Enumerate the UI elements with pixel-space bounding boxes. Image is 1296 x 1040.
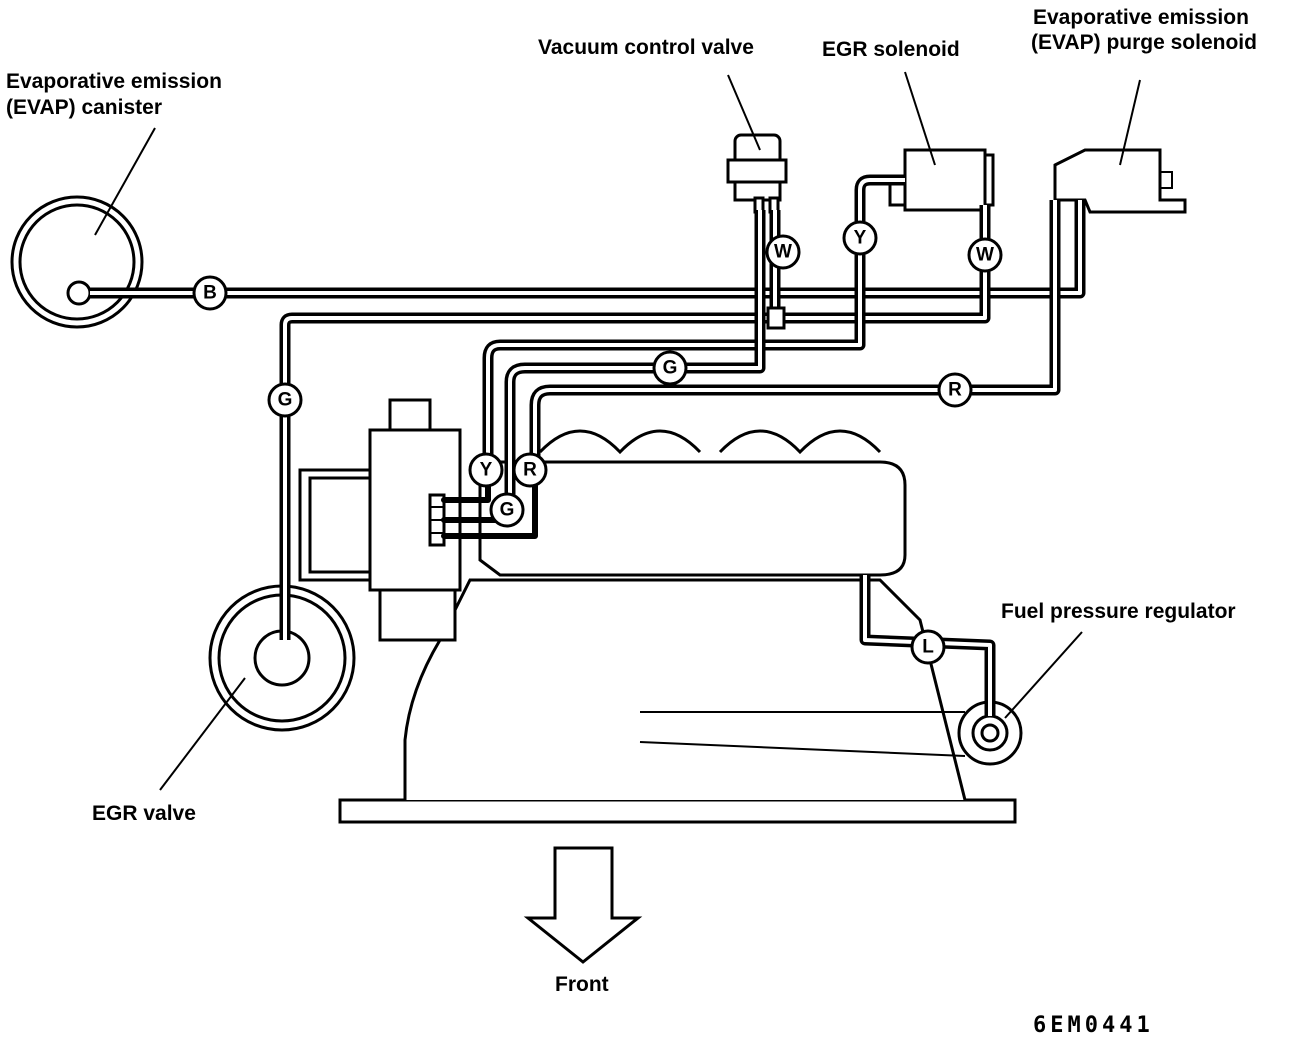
svg-text:B: B: [203, 283, 217, 304]
label-vacuum-control-valve: Vacuum control valve: [538, 36, 754, 59]
label-front: Front: [555, 973, 609, 996]
hose-tag-r-throttle: R: [512, 452, 548, 488]
svg-text:Y: Y: [854, 228, 867, 249]
svg-text:L: L: [922, 637, 934, 658]
evap-canister: [10, 195, 144, 329]
hose-tag-b: B: [192, 275, 228, 311]
figure-code: 6EM0441: [1033, 1013, 1154, 1038]
svg-text:G: G: [500, 500, 515, 521]
vacuum-control-valve: [726, 133, 788, 214]
svg-text:Y: Y: [480, 460, 493, 481]
hose-tag-r-right: R: [937, 372, 973, 408]
hose-tag-g-throttle: G: [489, 492, 525, 528]
egr-valve: [208, 584, 356, 732]
svg-text:R: R: [948, 380, 962, 401]
label-evap-purge-line2: (EVAP) purge solenoid: [1031, 31, 1257, 54]
hose-tag-w-solenoid: W: [967, 237, 1003, 273]
label-evap-canister-line2: (EVAP) canister: [6, 96, 162, 119]
hose-tag-g-mid: G: [652, 350, 688, 386]
hose-tag-l: L: [910, 629, 946, 665]
label-evap-canister-line1: Evaporative emission: [6, 70, 222, 93]
label-fuel-pressure-regulator: Fuel pressure regulator: [1001, 600, 1236, 623]
svg-text:W: W: [976, 245, 994, 266]
leader-lines: [94, 71, 1141, 791]
intake-manifold: [338, 429, 1017, 824]
evap-purge-solenoid: [1053, 148, 1187, 214]
hose-tag-w-vcv: W: [765, 234, 801, 270]
hose-tag-y-solenoid: Y: [842, 220, 878, 256]
svg-text:W: W: [774, 242, 792, 263]
svg-text:G: G: [663, 358, 678, 379]
hose-tag-y-throttle: Y: [468, 452, 504, 488]
throttle-body: [298, 398, 462, 642]
label-egr-solenoid: EGR solenoid: [822, 38, 960, 61]
svg-text:G: G: [278, 390, 293, 411]
label-egr-valve: EGR valve: [92, 802, 196, 825]
front-arrow-icon: [523, 846, 643, 964]
label-evap-purge-line1: Evaporative emission: [1033, 6, 1249, 29]
egr-solenoid: [888, 148, 995, 212]
hose-tag-g-left: G: [267, 382, 303, 418]
svg-text:R: R: [523, 460, 537, 481]
